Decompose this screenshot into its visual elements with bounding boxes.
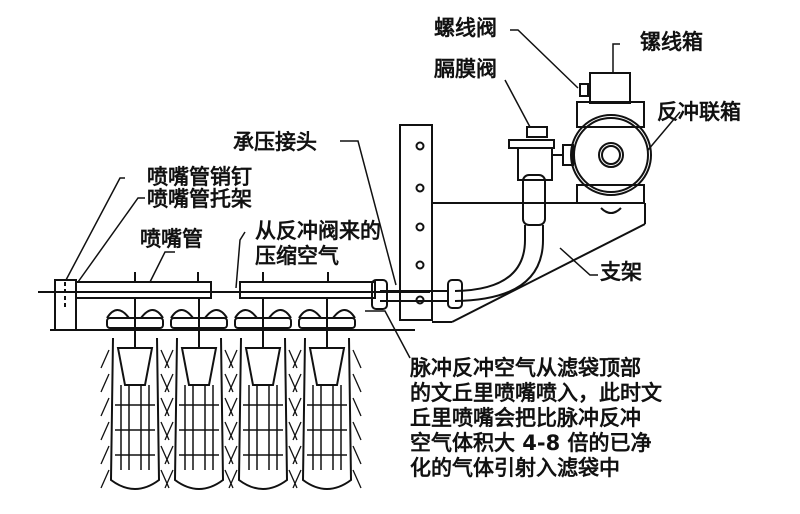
airflow-arrow [352,421,362,441]
note-line: 脉冲反冲空气从滤袋顶部 [410,356,641,380]
airflow-arrow [288,397,298,417]
airflow-arrow [292,469,302,489]
filter-bag [228,298,298,490]
airflow-arrow [100,445,110,465]
airflow-arrow [164,397,174,417]
airflow-arrow [288,349,298,369]
airflow-arrow [292,373,302,393]
airflow-arrow [288,445,298,465]
bag-body [237,337,289,490]
airflow-arrow [224,469,234,489]
airflow-arrow [288,421,298,441]
airflow-arrow [160,421,170,441]
airflow-arrow [288,469,298,489]
airflow-arrow [224,397,234,417]
bag-collar [298,309,356,319]
label-solenoid-box: 镙线箱 [640,30,703,54]
filter-bag [100,298,170,490]
support-plate [399,124,433,321]
airflow-arrow [100,397,110,417]
explanation-note: 脉冲反冲空气从滤袋顶部 的文丘里喷嘴喷入，此时文 丘里喷嘴会把比脉冲反冲 空气体… [410,356,662,481]
airflow-arrow [164,373,174,393]
note-line: 的文丘里喷嘴喷入，此时文 [410,381,662,405]
bag-collar [106,309,164,319]
label-nozzle-pin: 喷嘴管销钉 [147,165,252,189]
label-pressure-joint: 承压接头 [233,130,317,154]
filter-bag [164,298,234,490]
airflow-arrow [288,373,298,393]
airflow-arrow [164,421,174,441]
airflow-arrow [224,349,234,369]
label-screw-valve: 螺线阀 [434,16,497,40]
airflow-arrow [292,349,302,369]
note-line: 空气体积大 4-8 倍的已净 [410,431,652,455]
airflow-arrow [224,373,234,393]
airflow-arrow [352,397,362,417]
header-box [562,101,652,214]
airflow-arrow [292,397,302,417]
airflow-arrow [100,469,110,489]
venturi [244,347,282,386]
airflow-arrow [228,397,238,417]
label-nozzle-bracket: 喷嘴管托架 [147,187,252,211]
label-compressed-air-2: 压缩空气 [255,244,339,268]
airflow-arrow [228,349,238,369]
label-support: 支架 [600,260,642,284]
airflow-arrow [160,349,170,369]
bag-collar [170,309,228,319]
venturi [116,347,154,386]
airflow-arrow [100,373,110,393]
airflow-arrow [352,373,362,393]
airflow-arrow [292,421,302,441]
venturi [180,347,218,386]
label-diaphragm-valve: 膈膜阀 [434,57,497,81]
airflow-arrow [100,349,110,369]
note-line: 丘里喷嘴会把比脉冲反冲 [410,406,641,430]
airflow-arrow [224,421,234,441]
airflow-arrow [228,421,238,441]
diaphragm-valve [508,126,563,181]
airflow-arrow [224,445,234,465]
label-header-box: 反冲联箱 [657,100,741,124]
filter-bag [292,298,362,490]
bag-collar [234,309,292,319]
airflow-arrow [228,469,238,489]
bag-body [301,337,353,490]
airflow-arrow [164,349,174,369]
airflow-arrow [352,469,362,489]
airflow-arrow [100,421,110,441]
airflow-arrow [160,397,170,417]
bag-flange [106,317,164,329]
bag-flange [170,317,228,329]
airflow-arrow [292,445,302,465]
airflow-arrow [164,469,174,489]
airflow-arrow [228,445,238,465]
bag-flange [298,317,356,329]
bag-flange [234,317,292,329]
airflow-arrow [160,373,170,393]
filter-bags [100,298,362,490]
bag-body [109,337,161,490]
solenoid-box [579,72,631,104]
venturi [308,347,346,386]
note-line: 化的气体引射入滤袋中 [410,456,620,480]
label-compressed-air-1: 从反冲阀来的 [255,219,381,243]
label-nozzle-pipe: 喷嘴管 [140,227,203,251]
leader-lines [65,29,681,359]
airflow-arrow [352,349,362,369]
airflow-arrow [160,469,170,489]
airflow-arrow [352,445,362,465]
bag-body [173,337,225,490]
nozzle-pipe [38,272,430,331]
airflow-arrow [160,445,170,465]
airflow-arrow [164,445,174,465]
airflow-arrow [228,373,238,393]
